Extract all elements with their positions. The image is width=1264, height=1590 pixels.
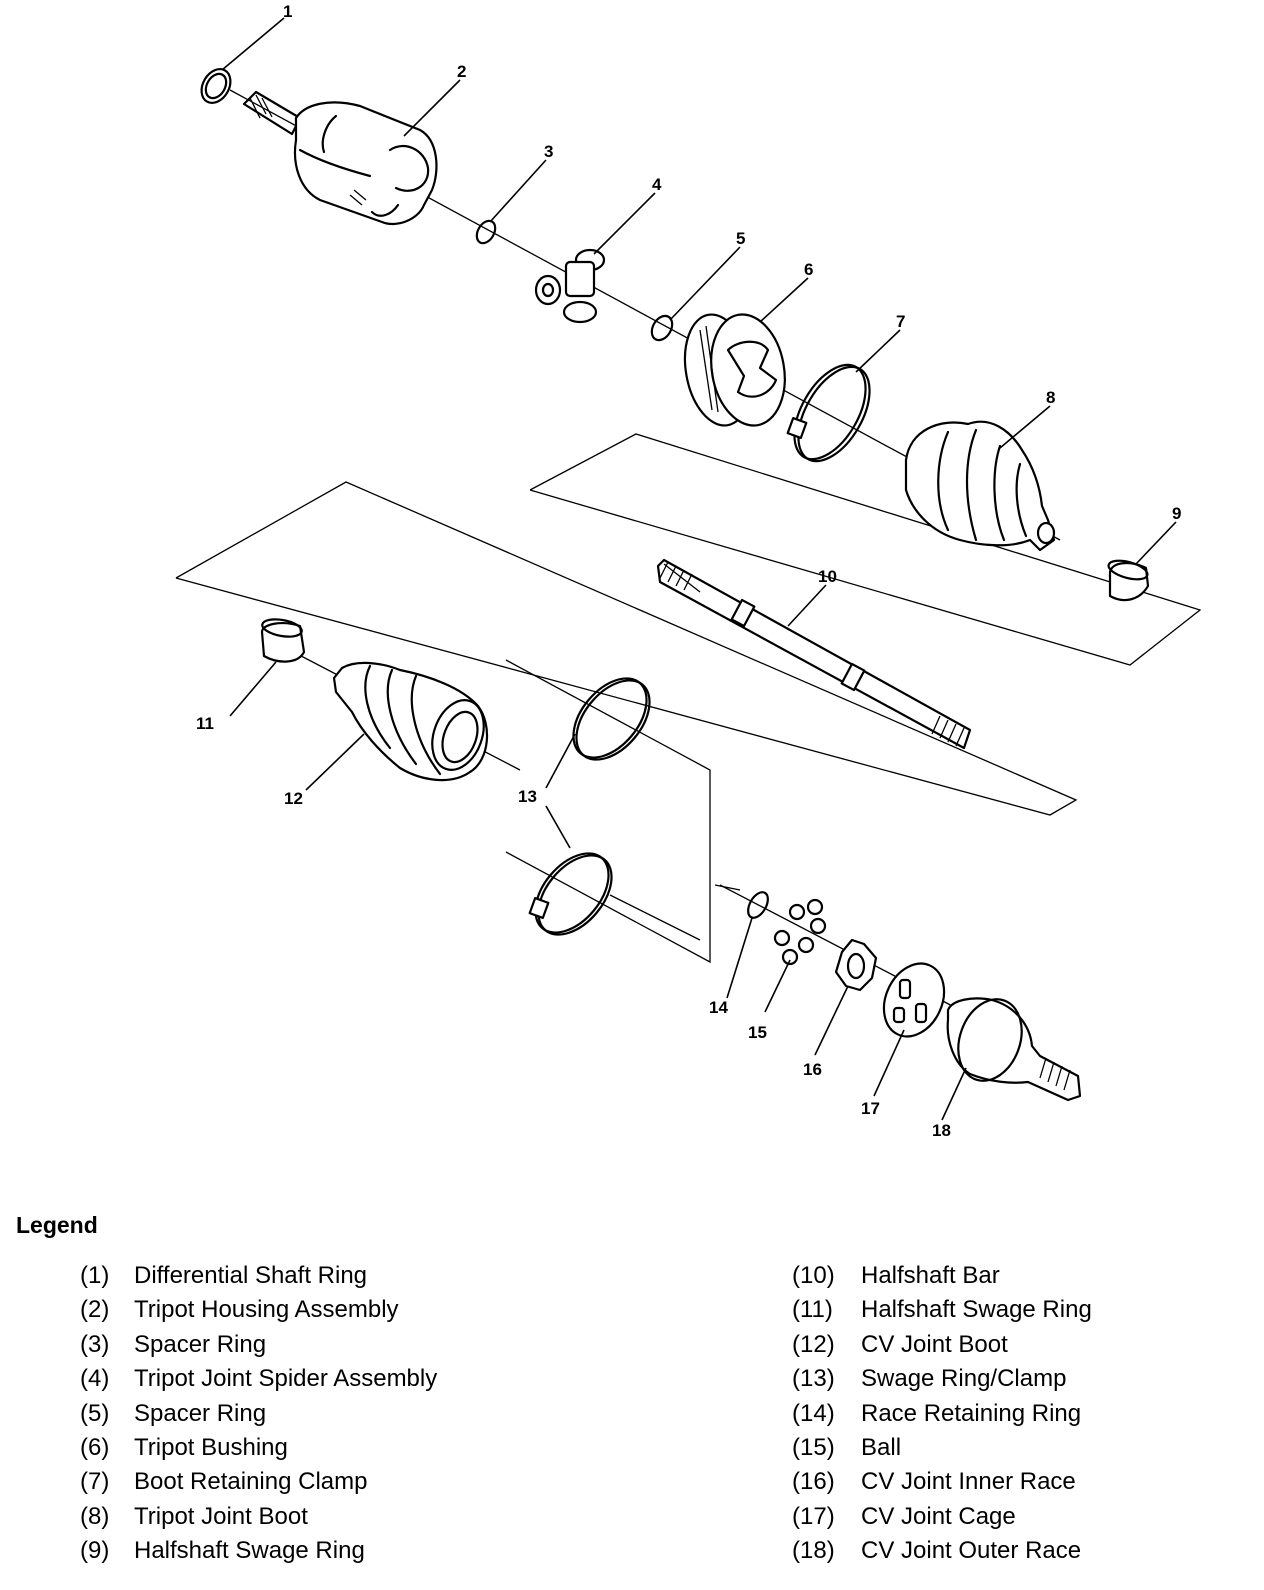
legend-number: (3) xyxy=(80,1330,110,1358)
spacer-ring-5 xyxy=(650,314,674,342)
legend-label: Race Retaining Ring xyxy=(861,1399,1082,1427)
legend-left-column: (1) Differential Shaft Ring (2) Tripot Hou… xyxy=(80,1259,437,1569)
legend-item: (17) CV Joint Cage xyxy=(792,1500,1092,1534)
legend-number: (9) xyxy=(80,1537,110,1565)
legend-label: Ball xyxy=(861,1433,902,1461)
legend-title: Legend xyxy=(16,1212,98,1238)
tripot-joint-spider-assembly xyxy=(534,248,606,324)
legend-number: (13) xyxy=(792,1365,835,1393)
callout-15: 15 xyxy=(748,1023,767,1042)
legend-label: Halfshaft Swage Ring xyxy=(134,1537,365,1565)
legend-label: CV Joint Boot xyxy=(861,1330,1008,1358)
legend-number: (15) xyxy=(792,1433,835,1461)
legend-right-column: (10) Halfshaft Bar (11) Halfshaft Swage Ri… xyxy=(792,1259,1092,1569)
legend-number: (4) xyxy=(80,1365,110,1393)
legend-number: (1) xyxy=(80,1262,110,1289)
legend-number: (8) xyxy=(80,1502,110,1530)
halfshaft-bar xyxy=(656,558,972,750)
assembly-axis-lines xyxy=(229,89,1061,1011)
cv-joint-boot xyxy=(332,661,489,782)
differential-shaft-ring xyxy=(200,68,232,104)
tripot-housing-assembly xyxy=(242,90,438,226)
legend-item: (8) Tripot Joint Boot xyxy=(80,1500,437,1534)
cv-joint-cage xyxy=(882,962,946,1038)
boot-retaining-clamp xyxy=(786,363,871,463)
legend-item: (2) Tripot Housing Assembly xyxy=(80,1293,437,1327)
halfshaft-swage-ring-11 xyxy=(260,618,306,663)
callout-16: 16 xyxy=(803,1060,822,1079)
legend-label: Halfshaft Bar xyxy=(861,1262,1000,1289)
legend-item: (10) Halfshaft Bar xyxy=(792,1259,1092,1293)
callout-18: 18 xyxy=(932,1121,951,1140)
legend-number: (5) xyxy=(80,1399,110,1427)
legend-item: (7) Boot Retaining Clamp xyxy=(80,1465,437,1499)
legend-item: (4) Tripot Joint Spider Assembly xyxy=(80,1362,437,1396)
legend-item: (11) Halfshaft Swage Ring xyxy=(792,1293,1092,1327)
callout-9: 9 xyxy=(1172,504,1181,523)
callout-12: 12 xyxy=(284,789,303,808)
legend-item: (3) Spacer Ring xyxy=(80,1328,437,1362)
legend-label: Spacer Ring xyxy=(134,1330,267,1358)
legend-item: (15) Ball xyxy=(792,1431,1092,1465)
legend-item: (18) CV Joint Outer Race xyxy=(792,1534,1092,1568)
balls xyxy=(773,898,827,966)
callout-17: 17 xyxy=(861,1099,880,1118)
legend-item: (14) Race Retaining Ring xyxy=(792,1397,1092,1431)
legend-label: Halfshaft Swage Ring xyxy=(861,1296,1092,1324)
legend-item: (12) CV Joint Boot xyxy=(792,1328,1092,1362)
callout-leader-lines xyxy=(221,17,1177,1121)
legend-label: Tripot Joint Boot xyxy=(134,1502,308,1530)
legend-item: (9) Halfshaft Swage Ring xyxy=(80,1534,437,1568)
swage-ring-clamp xyxy=(528,677,651,936)
cv-joint-outer-race xyxy=(946,997,1082,1102)
legend-number: (12) xyxy=(792,1330,835,1358)
callout-11: 11 xyxy=(196,714,214,733)
legend-item: (1) Differential Shaft Ring xyxy=(80,1259,437,1293)
tripot-joint-boot xyxy=(904,420,1056,552)
callout-3: 3 xyxy=(544,142,553,161)
legend-item: (5) Spacer Ring xyxy=(80,1397,437,1431)
callout-labels: 1 2 3 4 5 6 7 8 9 10 11 12 13 14 15 16 1… xyxy=(196,2,1181,1140)
exploded-view-diagram: 1 2 3 4 5 6 7 8 9 10 11 12 13 14 15 16 1… xyxy=(175,2,1202,1140)
legend-number: (10) xyxy=(792,1262,835,1289)
race-retaining-ring xyxy=(747,891,769,919)
legend-label: CV Joint Inner Race xyxy=(861,1468,1076,1496)
legend-number: (18) xyxy=(792,1537,835,1565)
legend-label: Spacer Ring xyxy=(134,1399,267,1427)
callout-7: 7 xyxy=(896,312,905,331)
legend-number: (17) xyxy=(792,1502,835,1530)
callout-8: 8 xyxy=(1046,388,1055,407)
legend-number: (6) xyxy=(80,1433,110,1461)
cv-joint-inner-race xyxy=(834,938,878,992)
legend-label: CV Joint Cage xyxy=(861,1502,1016,1530)
callout-5: 5 xyxy=(736,229,745,248)
callout-6: 6 xyxy=(804,260,813,279)
legend-item: (16) CV Joint Inner Race xyxy=(792,1465,1092,1499)
legend-number: (11) xyxy=(792,1296,833,1324)
legend-number: (14) xyxy=(792,1399,835,1427)
callout-1: 1 xyxy=(283,2,292,21)
legend-item: (6) Tripot Bushing xyxy=(80,1431,437,1465)
legend-item: (13) Swage Ring/Clamp xyxy=(792,1362,1092,1396)
legend-number: (7) xyxy=(80,1468,110,1496)
callout-10: 10 xyxy=(818,567,837,586)
legend-label: Swage Ring/Clamp xyxy=(861,1365,1067,1393)
legend-label: Differential Shaft Ring xyxy=(134,1262,368,1289)
group-outlines xyxy=(175,433,1202,964)
legend-number: (16) xyxy=(792,1468,835,1496)
callout-2: 2 xyxy=(457,62,466,81)
legend-label: Boot Retaining Clamp xyxy=(134,1468,368,1496)
legend-number: (2) xyxy=(80,1296,110,1324)
legend-label: Tripot Joint Spider Assembly xyxy=(134,1365,438,1393)
legend-label: Tripot Housing Assembly xyxy=(134,1296,399,1324)
legend-label: Tripot Bushing xyxy=(134,1433,288,1461)
spacer-ring-3 xyxy=(475,219,497,245)
tripot-bushing xyxy=(683,313,786,427)
callout-13: 13 xyxy=(518,787,537,806)
callout-4: 4 xyxy=(652,175,662,194)
legend-label: CV Joint Outer Race xyxy=(861,1537,1082,1565)
halfshaft-swage-ring-9 xyxy=(1107,559,1150,602)
callout-14: 14 xyxy=(709,998,728,1017)
